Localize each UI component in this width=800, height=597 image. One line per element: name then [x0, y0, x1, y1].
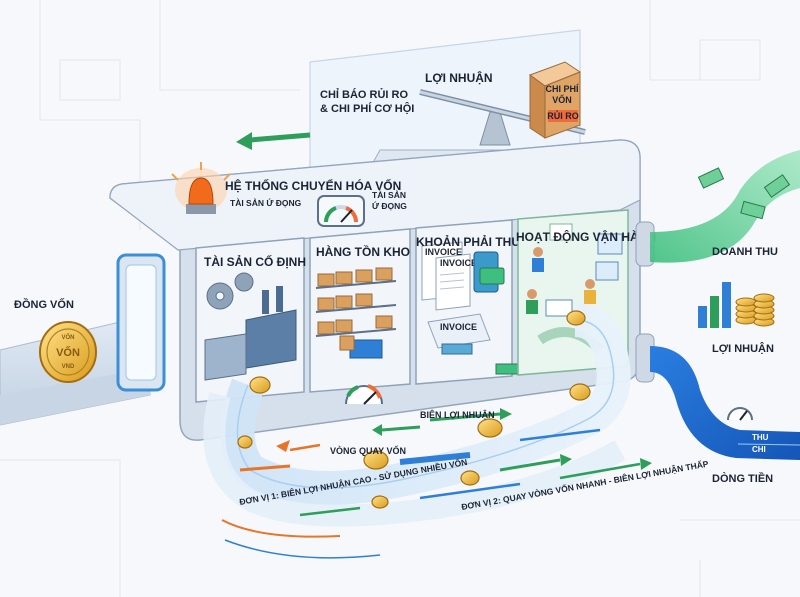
revenue-flow: [650, 150, 800, 263]
compartment-operations-label: HOẠT ĐỘNG VẬN HÀNH: [516, 229, 656, 244]
cost-of-capital-box: CHI PHÍ VỐN RỦI RO: [528, 61, 582, 139]
profit-margin-label: BIÊN LỢI NHUẬN: [420, 409, 495, 420]
idle-assets-gauge: [317, 195, 365, 227]
coin-mid: VỐN: [56, 345, 80, 359]
compartment-receivables: INVOICE INVOICE INVOICE: [415, 219, 525, 385]
idle-assets-gauge-line2: Ứ ĐỌNG: [372, 200, 407, 211]
cash-flow-label: DÒNG TIỀN: [712, 472, 773, 485]
box-label-line2: VỐN: [552, 94, 572, 105]
box-label-line1: CHI PHÍ: [545, 84, 579, 94]
compartment-receivables-label: KHOẢN PHẢI THU: [416, 234, 520, 249]
profit-seesaw-label: LỢI NHUẬN: [425, 70, 493, 85]
profit-label-right: LỢI NHUẬN: [712, 342, 774, 355]
compartment-fixed-assets: [195, 237, 305, 403]
flow-arrows: [221, 408, 652, 559]
alarm-beacon: [171, 162, 231, 214]
capital-coin: VỐN VỐN VND: [39, 321, 97, 383]
cash-out-label: CHI: [752, 445, 766, 454]
compartment-inventory-label: HÀNG TỒN KHO: [316, 244, 410, 259]
box-risk-label: RỦI RO: [547, 110, 579, 121]
profit-bars: [698, 282, 775, 328]
risk-indicator-line1: CHỈ BÁO RỦI RO: [320, 88, 408, 101]
coin-top: VỐN: [61, 334, 74, 341]
idle-assets-gauge-line1: TÀI SẢN: [372, 189, 406, 200]
capital-label: ĐỒNG VỐN: [14, 297, 74, 311]
machine-title: HỆ THỐNG CHUYỂN HÓA VỐN: [225, 178, 401, 193]
risk-indicator-panel: [236, 29, 581, 181]
cash-in-label: THU: [752, 433, 769, 442]
invoice-text-1: INVOICE: [425, 247, 462, 257]
coin-bottom: VND: [62, 364, 75, 370]
risk-indicator-line2: & CHI PHÍ CƠ HỘI: [320, 102, 414, 115]
cash-flow-gauge: [727, 407, 753, 421]
invoice-text-2: INVOICE: [440, 258, 477, 268]
cash-flow-pipe: [650, 346, 800, 460]
compartment-fixed-assets-label: TÀI SẢN CỐ ĐỊNH: [204, 254, 306, 269]
compartment-inventory: [309, 228, 411, 405]
revenue-label: DOANH THU: [712, 246, 778, 258]
idle-assets-label: TÀI SẢN Ứ ĐỌNG: [230, 197, 302, 208]
invoice-text-3: INVOICE: [440, 322, 477, 332]
turnover-label: VÒNG QUAY VỐN: [330, 445, 406, 456]
flow-coins: [237, 310, 591, 509]
inventory-gauge: [345, 384, 383, 405]
